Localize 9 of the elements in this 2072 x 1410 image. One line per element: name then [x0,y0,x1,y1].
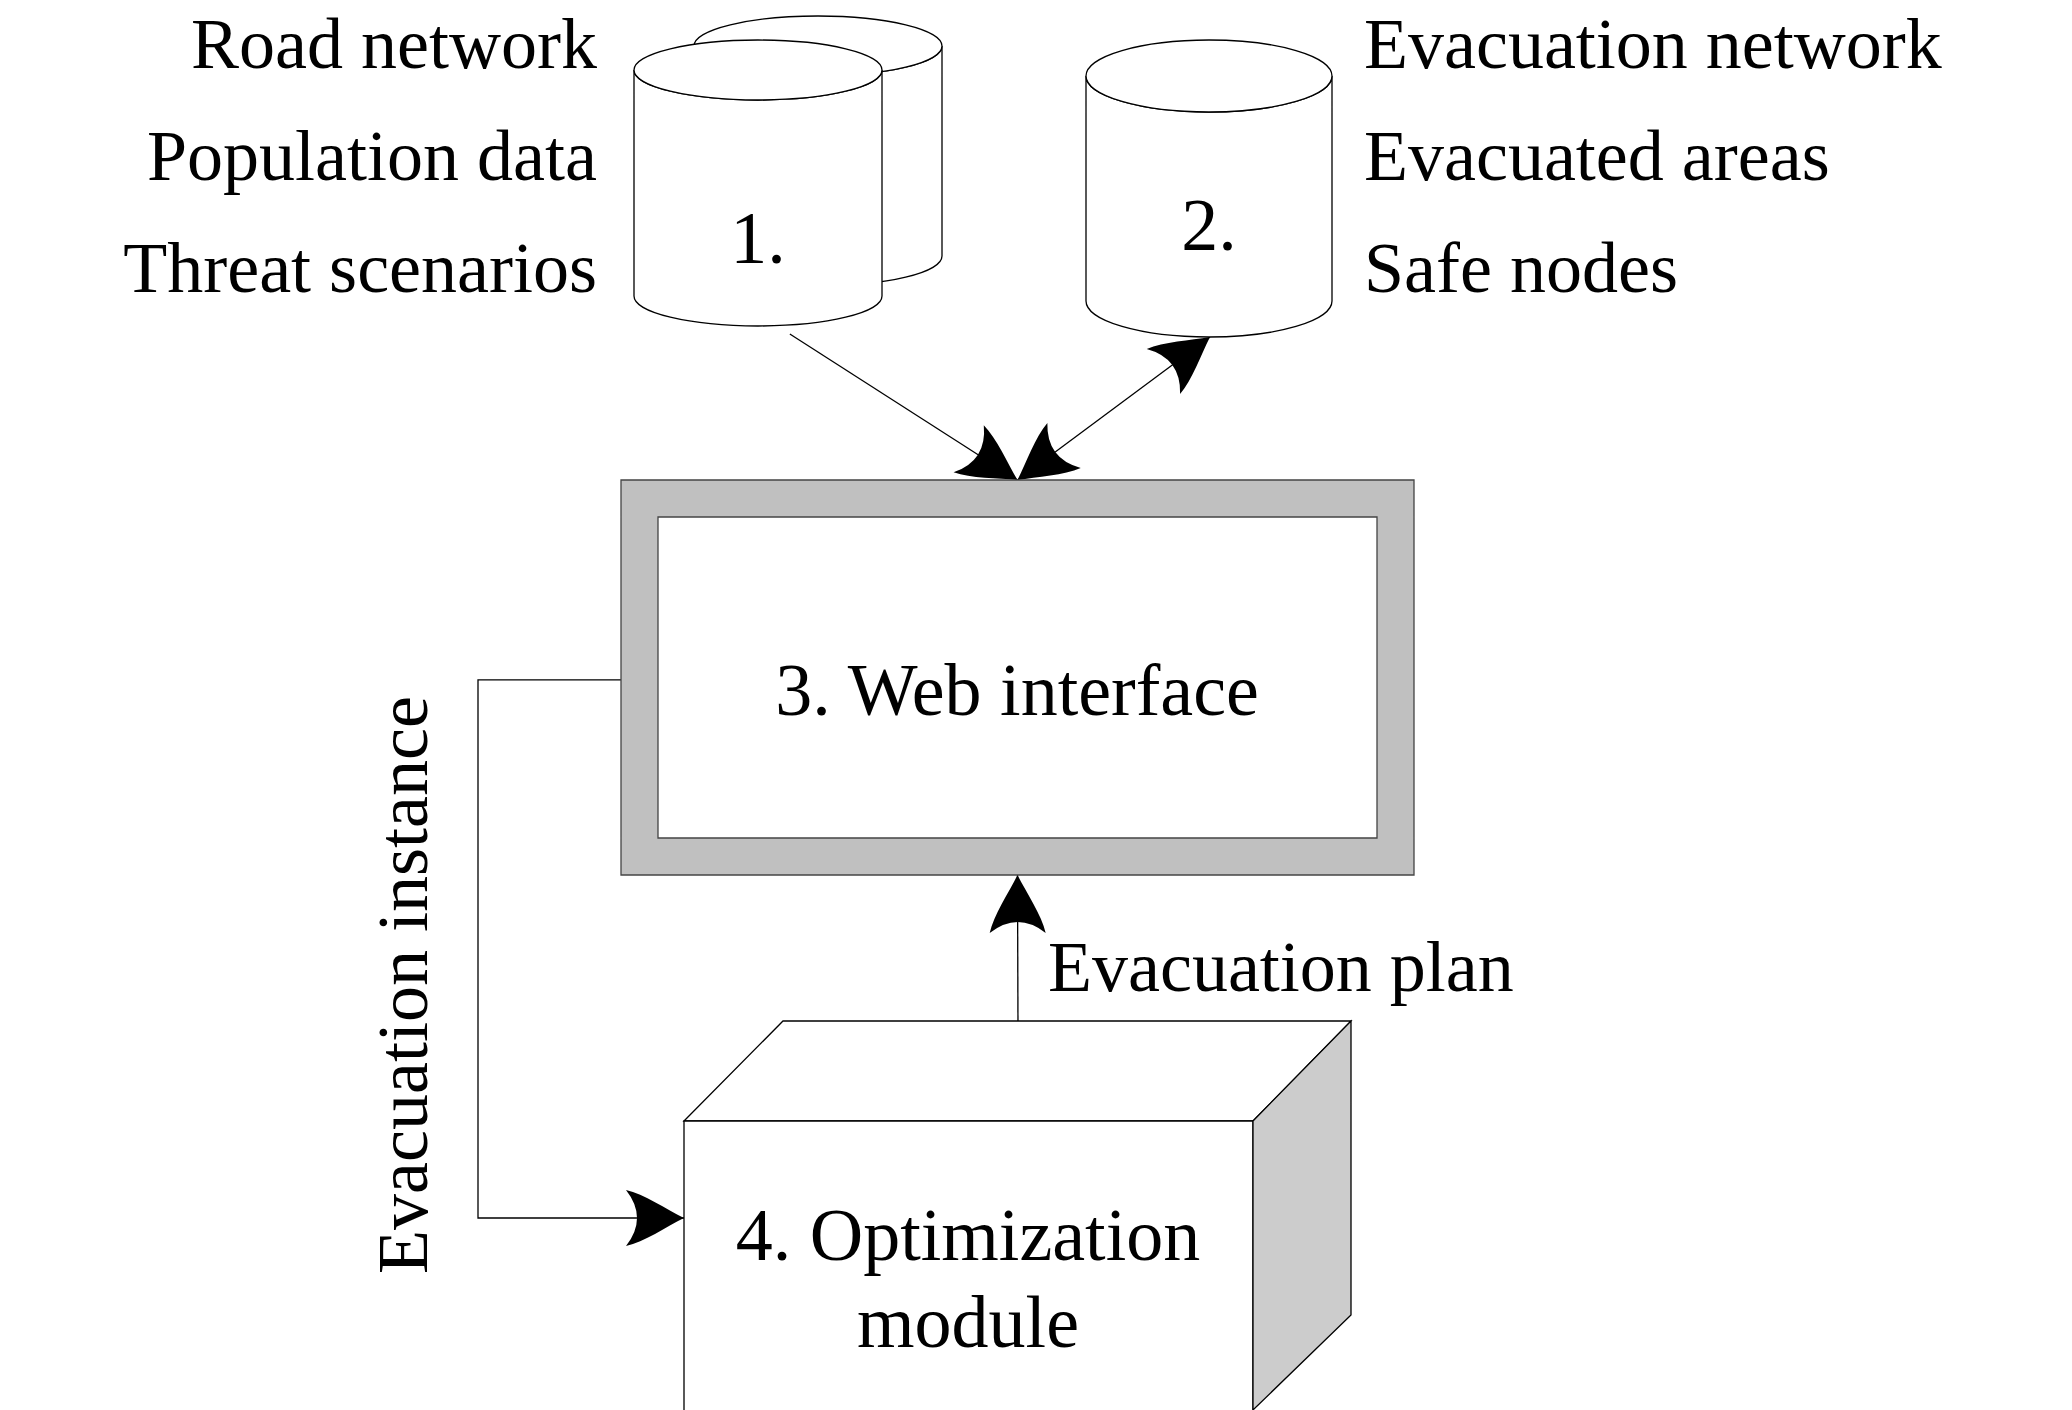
node-label: 3. Web interface [775,647,1259,733]
data-label: Threat scenarios [123,232,597,304]
data-label: Safe nodes [1364,232,1678,304]
node-label: 1. [730,195,786,281]
data-label: Evacuation network [1364,8,1942,80]
node-label: 4. Optimization module [734,1193,1202,1365]
node-label: 2. [1181,182,1237,268]
data-label: Road network [191,8,597,80]
data-label: Evacuated areas [1364,120,1830,192]
